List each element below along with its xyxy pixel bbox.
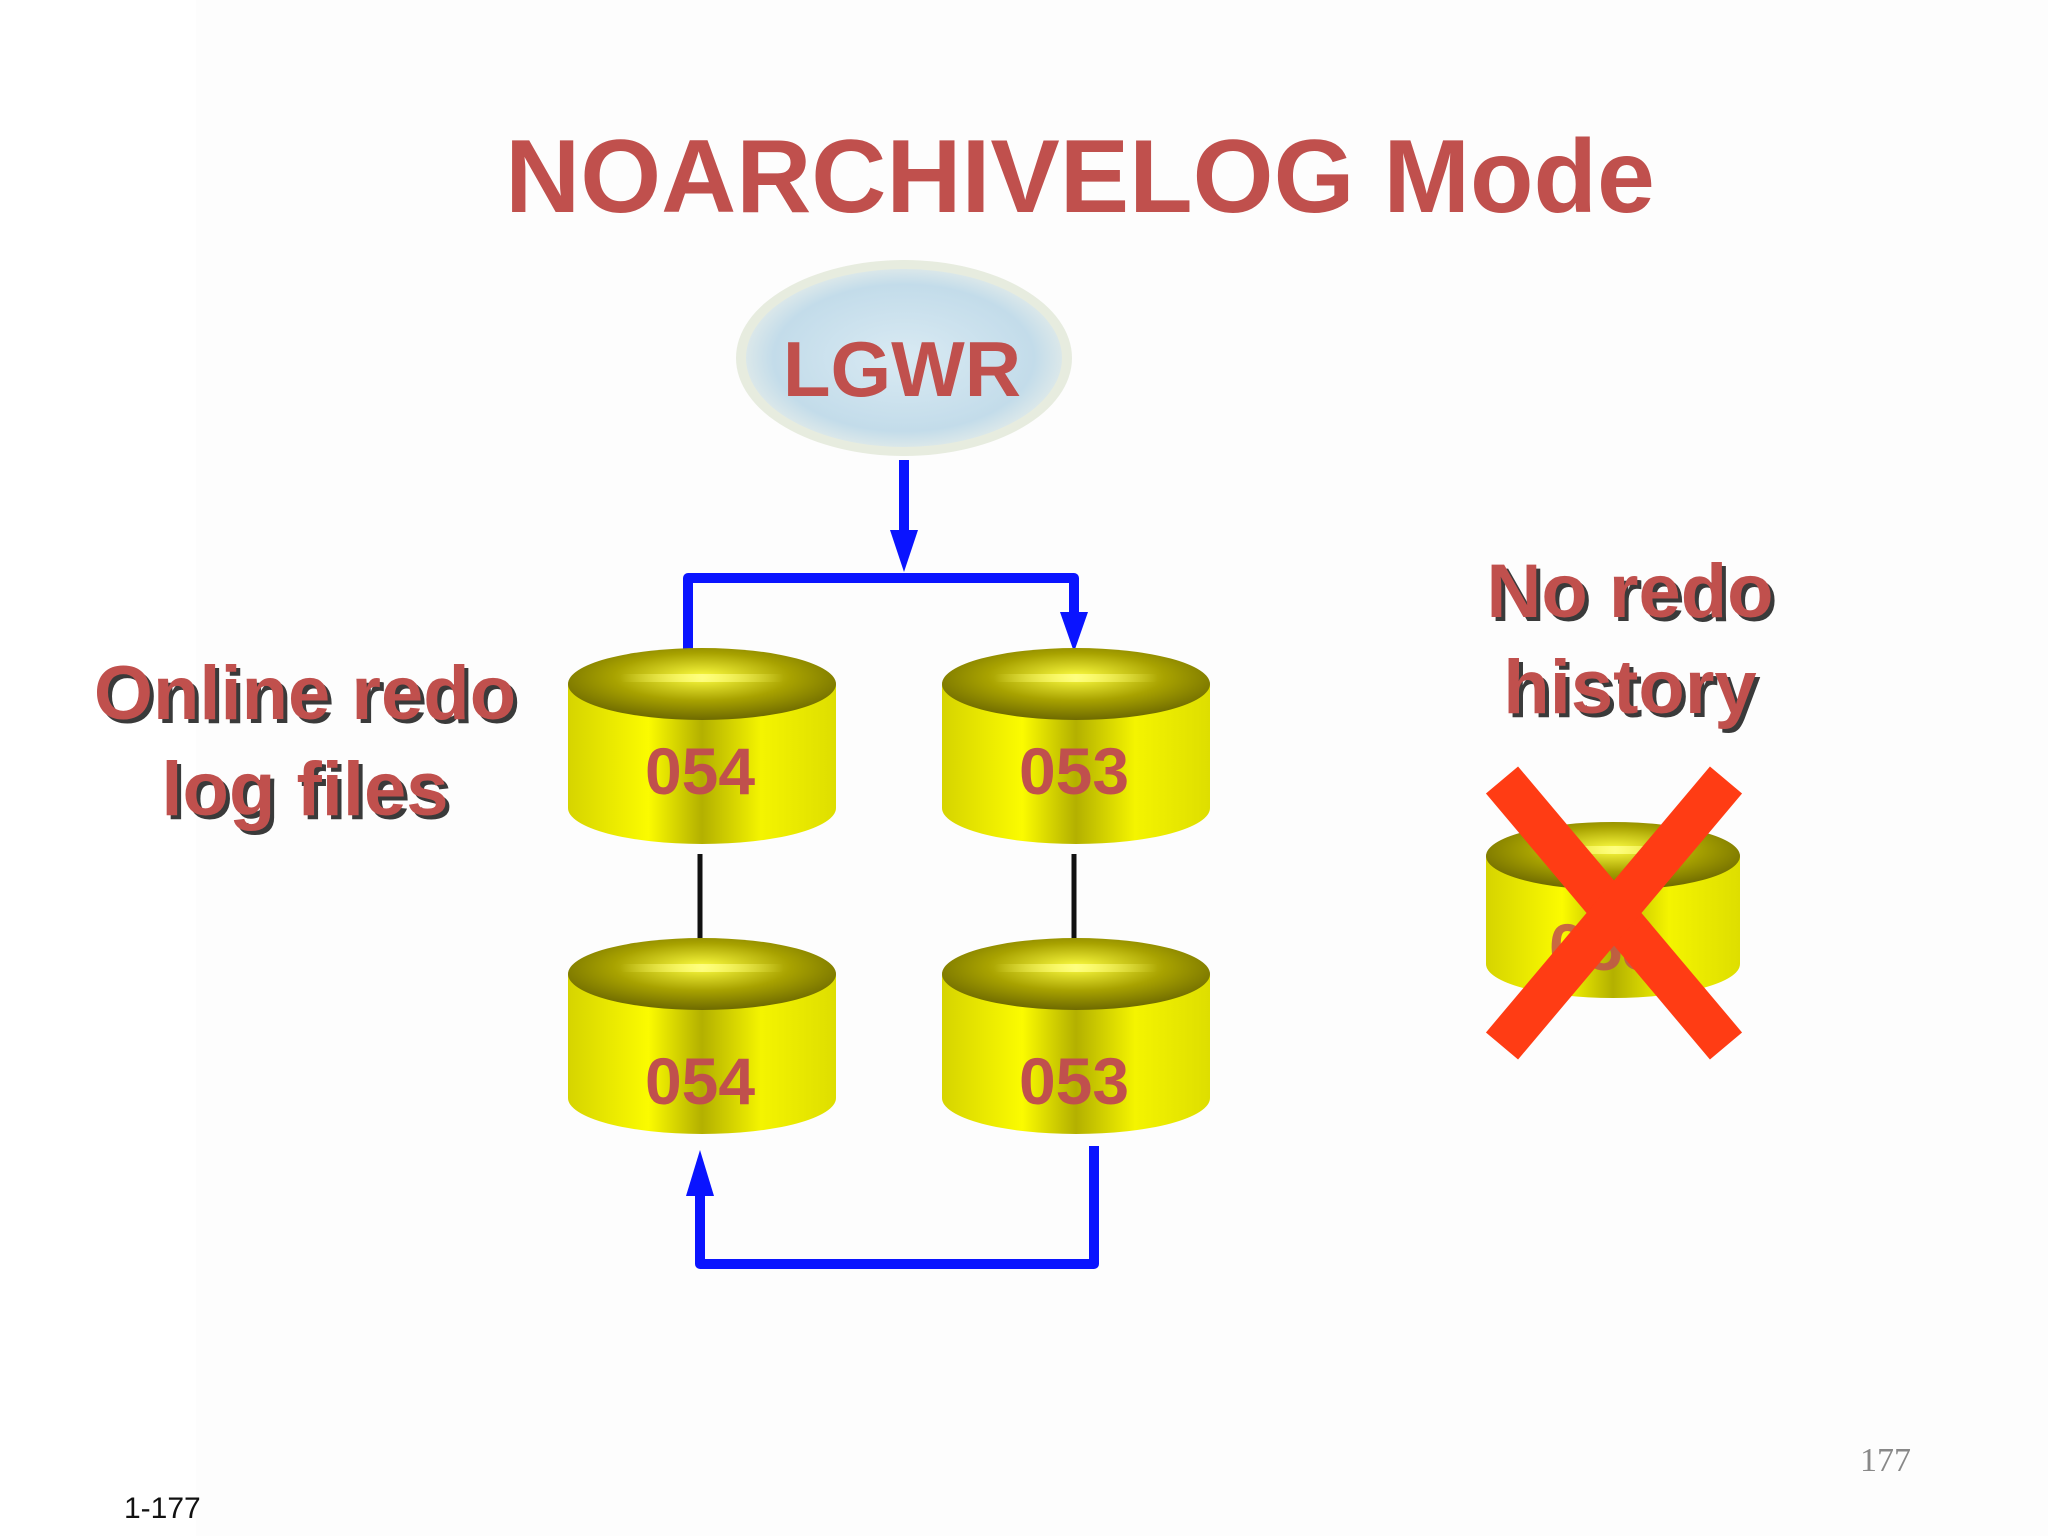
caption-line: log files <box>161 747 449 832</box>
disk-label: 054 <box>645 734 755 808</box>
arrow-head-up-left <box>686 1150 714 1196</box>
cross-icon <box>1485 766 1743 1060</box>
caption-line: Online redo <box>93 651 517 736</box>
slide-reference: 1-177 <box>124 1492 201 1525</box>
write-arrows <box>683 460 1099 1269</box>
no-history-caption: No redo history <box>1440 544 1820 736</box>
disk-label: 053 <box>1019 734 1129 808</box>
online-redo-caption: Online redo log files <box>60 646 550 838</box>
slide-title: NOARCHIVELOG Mode <box>505 119 1655 235</box>
redo-disk-054-top: 054 <box>568 648 836 844</box>
branch-line <box>683 573 1079 652</box>
arrow-head-down-right <box>1060 612 1088 652</box>
caption-line: No redo <box>1486 549 1774 634</box>
caption-line: history <box>1503 645 1757 730</box>
redo-disk-054-bottom: 054 <box>568 938 836 1134</box>
disk-label: 053 <box>1019 1044 1129 1118</box>
lgwr-label: LGWR <box>783 325 1021 413</box>
redo-disk-053-bottom: 053 <box>942 938 1210 1134</box>
cycle-line <box>695 1146 1099 1269</box>
page-number: 177 <box>1860 1442 1911 1479</box>
disk-label: 054 <box>645 1044 755 1118</box>
redo-disk-053-top: 053 <box>942 648 1210 844</box>
lgwr-process: LGWR <box>736 260 1072 456</box>
arrow-head-down-lgwr <box>890 530 918 572</box>
